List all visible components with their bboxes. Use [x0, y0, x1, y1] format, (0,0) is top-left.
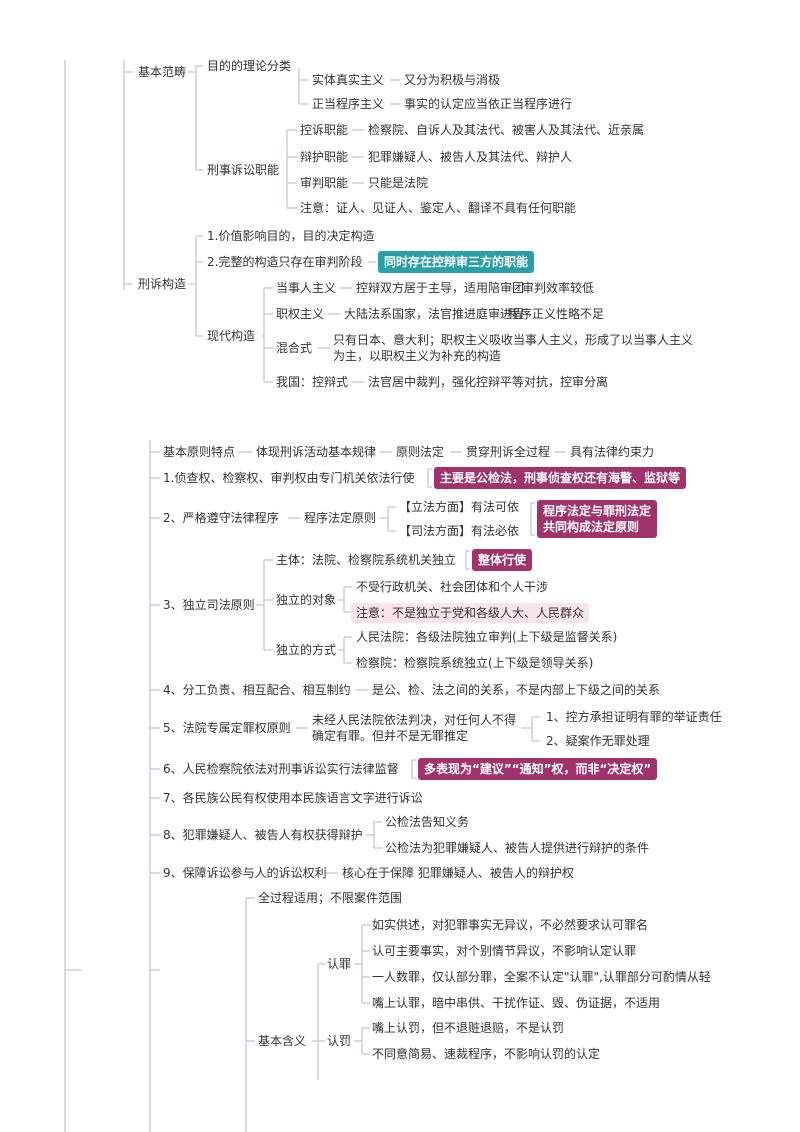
highlight-p1: 主要是公检法，刑事侦查权还有海警、监狱等: [434, 467, 687, 489]
node-p2-sub: 程序法定原则: [304, 511, 377, 525]
node-due-process-desc: 事实的认定应当依正当程序进行: [404, 97, 573, 111]
node-features-d4: 具有法律约束力: [570, 445, 655, 459]
highlight-p2: 程序法定与罪刑法定 共同构成法定原则: [537, 500, 658, 538]
highlight-p3-subject: 整体行使: [472, 549, 533, 571]
node-features-d2: 原则法定: [396, 445, 445, 459]
node-p8-d2: 公检法为犯罪嫌疑人、被告人提供进行辩护的条件: [385, 841, 650, 855]
node-purpose-theory: 目的的理论分类: [207, 59, 292, 73]
node-authority-doctrine-d2: 程序正义性略不足: [508, 307, 605, 321]
node-p3: 3、独立司法原则: [163, 598, 255, 612]
node-p3-way-proc: 检察院：检察院系统独立(上下级是领导关系): [356, 656, 594, 670]
node-accept-d1: 嘴上认罚，但不退赃退赔，不是认罚: [372, 1021, 565, 1035]
node-p5-desc: 未经人民法院依法判决，对任何人不得确定有罪。但并不是无罪推定: [312, 713, 517, 743]
highlight-three-functions: 同时存在控辩审三方的职能: [378, 251, 535, 273]
node-basic-category: 基本范畴: [138, 65, 187, 79]
node-confess-d3: 一人数罪，仅认部分罪，全案不认定"认罪",认罪部分可酌情从轻: [372, 970, 711, 984]
node-mixed: 混合式: [276, 341, 313, 355]
node-confess-d2: 认可主要事实，对个别情节异议，不影响认定认罪: [372, 944, 637, 958]
node-value-purpose: 1.价值影响目的，目的决定构造: [207, 229, 375, 243]
node-defense-fn: 辩护职能: [300, 150, 349, 164]
node-accept-penalty: 认罚: [327, 1034, 352, 1048]
node-accept-d2: 不同意简易、速裁程序，不影响认罚的认定: [372, 1047, 601, 1061]
node-p7: 7、各民族公民有权使用本民族语言文字进行诉讼: [163, 791, 423, 805]
node-features: 基本原则特点: [163, 445, 236, 459]
node-authority-doctrine: 职权主义: [276, 307, 325, 321]
node-p3-way: 独立的方式: [276, 643, 337, 657]
node-confess: 认罪: [327, 957, 352, 971]
node-substantive-truth-desc: 又分为积极与消极: [404, 73, 501, 87]
node-p3-subject: 主体：法院、检察院系统机关独立: [276, 553, 457, 567]
node-trial-fn-desc: 只能是法院: [368, 176, 429, 190]
node-mixed-desc: 只有日本、意大利；职权主义吸收当事人主义，形成了以当事人主义为主，以职权主义为补…: [333, 333, 694, 363]
node-due-process: 正当程序主义: [312, 97, 385, 111]
node-p9-desc: 核心在于保障 犯罪嫌疑人、被告人的辩护权: [342, 866, 574, 880]
node-party-doctrine-d1: 控辩双方居于主导，适用陪审团: [356, 281, 525, 295]
node-p8: 8、犯罪嫌疑人、被告人有权获得辩护: [163, 828, 363, 842]
node-features-d3: 贯穿刑诉全过程: [466, 445, 551, 459]
node-defense-fn-desc: 犯罪嫌疑人、被告人及其法代、辩护人: [368, 150, 573, 164]
node-p8-d1: 公检法告知义务: [385, 815, 470, 829]
node-whole-process: 全过程适用；不限案件范围: [258, 891, 403, 905]
node-note-fn: 注意：证人、见证人、鉴定人、翻译不具有任何职能: [300, 201, 577, 215]
node-p3-way-court: 人民法院：各级法院独立审判(上下级是监督关系): [356, 630, 618, 644]
node-confess-d1: 如实供述，对犯罪事实无异议，不必然要求认可罪名: [372, 918, 649, 932]
node-modern-structure: 现代构造: [207, 329, 256, 343]
node-party-doctrine-d2: 审判效率较低: [522, 281, 595, 295]
node-p1: 1.侦查权、检察权、审判权由专门机关依法行使: [163, 471, 415, 485]
node-p2: 2、严格遵守法律程序: [163, 511, 279, 525]
node-features-d1: 体现刑诉活动基本规律: [256, 445, 377, 459]
node-trial-fn: 审判职能: [300, 176, 349, 190]
highlight-p2-line1: 程序法定与罪刑法定: [543, 504, 652, 518]
node-party-doctrine: 当事人主义: [276, 281, 337, 295]
node-p3-object: 独立的对象: [276, 593, 337, 607]
node-criminal-function: 刑事诉讼职能: [207, 163, 280, 177]
node-prosecution-fn-desc: 检察院、自诉人及其法代、被害人及其法代、近亲属: [368, 123, 645, 137]
node-p5-d1: 1、控方承担证明有罪的举证责任: [546, 710, 722, 724]
node-structure: 刑诉构造: [138, 277, 187, 291]
node-p9: 9、保障诉讼参与人的诉讼权利: [163, 866, 327, 880]
node-basic-meaning: 基本含义: [258, 1034, 307, 1048]
node-china: 我国：控辩式: [276, 375, 349, 389]
node-prosecution-fn: 控诉职能: [300, 123, 349, 137]
node-complete-structure: 2.完整的构造只存在审判阶段: [207, 255, 363, 269]
node-p4: 4、分工负责、相互配合、相互制约: [163, 683, 351, 697]
node-authority-doctrine-d1: 大陆法系国家，法官推进庭审进程: [344, 307, 525, 321]
node-p5: 5、法院专属定罪权原则: [163, 721, 291, 735]
node-confess-d4: 嘴上认罪，暗中串供、干扰作证、毁、伪证据，不适用: [372, 996, 661, 1010]
node-p3-object-d1: 不受行政机关、社会团体和个人干涉: [356, 580, 549, 594]
highlight-p6: 多表现为“建议”“通知”权，而非“决定权”: [418, 758, 658, 780]
highlight-p3-note: 注意：不是独立于党和各级人大、人民群众: [351, 603, 590, 623]
node-p2-leg: 【立法方面】有法可依: [399, 500, 520, 514]
highlight-p2-line2: 共同构成法定原则: [543, 520, 640, 534]
node-substantive-truth: 实体真实主义: [312, 73, 385, 87]
node-p4-desc: 是公、检、法之间的关系，不是内部上下级之间的关系: [372, 683, 661, 697]
node-china-desc: 法官居中裁判，强化控辩平等对抗，控审分离: [368, 375, 609, 389]
node-p5-d2: 2、疑案作无罪处理: [546, 734, 650, 748]
node-p2-jud: 【司法方面】有法必依: [399, 524, 520, 538]
node-p6: 6、人民检察院依法对刑事诉讼实行法律监督: [163, 762, 399, 776]
